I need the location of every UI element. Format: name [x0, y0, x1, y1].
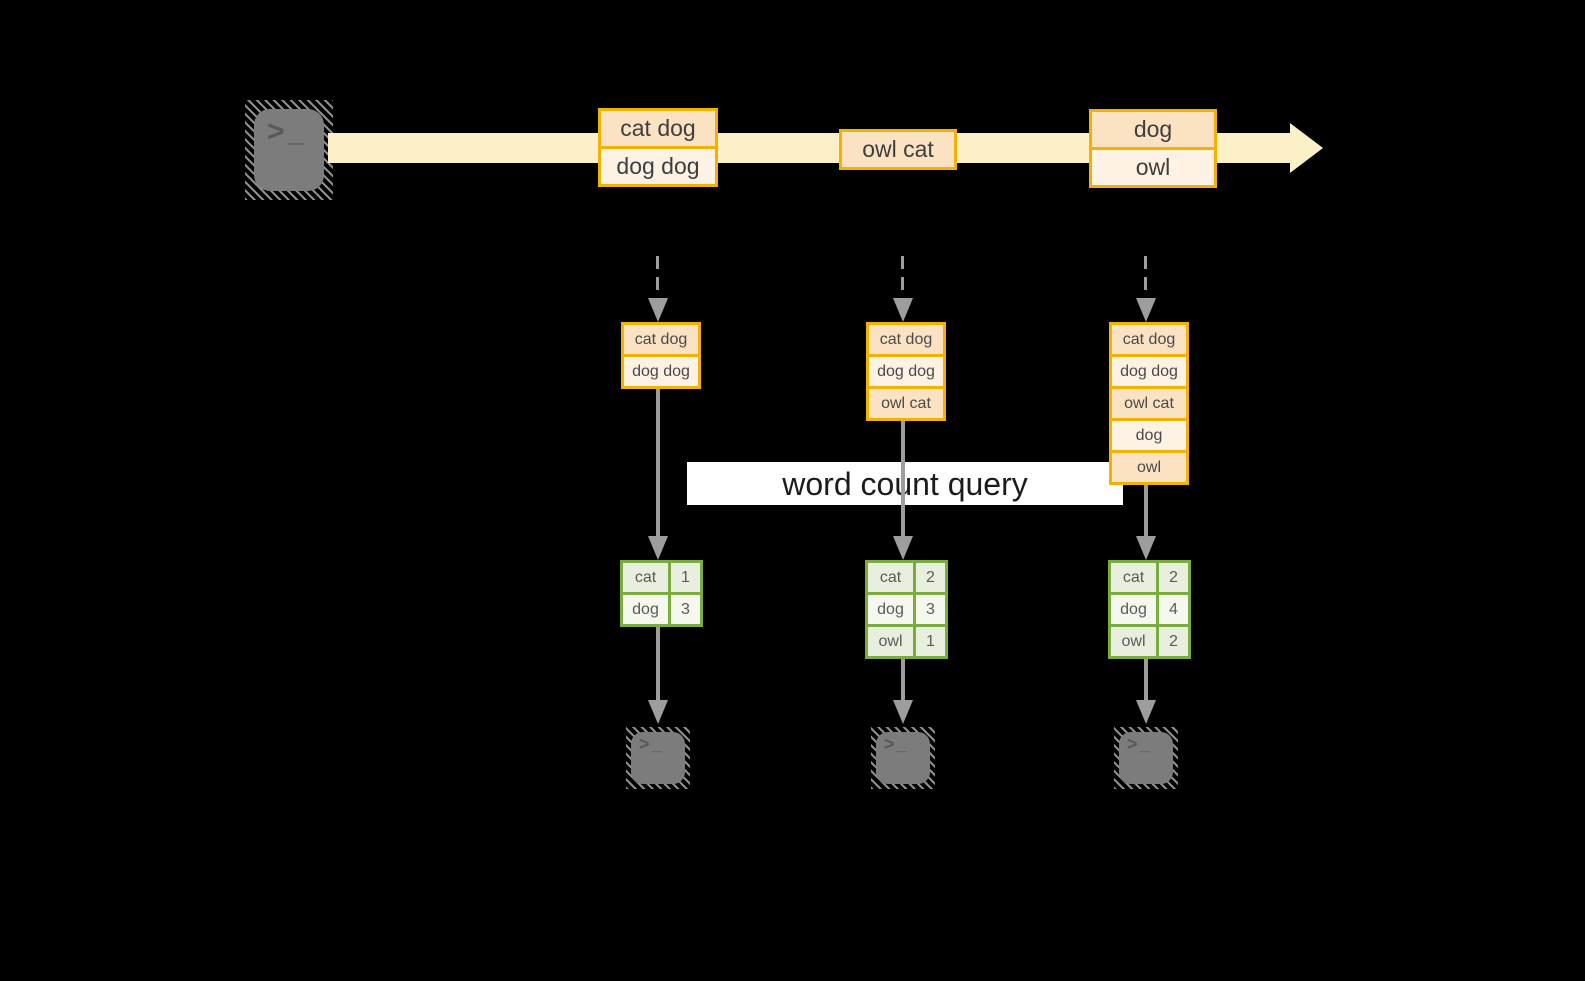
state-row: owl cat [1112, 386, 1186, 418]
query-arrow-line-1 [656, 389, 660, 536]
count-cell: 3 [681, 601, 690, 618]
count-row: owl 2 [1111, 624, 1188, 656]
output-arrow-head-icon-1 [648, 700, 668, 724]
output-arrow-line-3 [1144, 659, 1148, 700]
query-arrow-head-icon-3 [1136, 536, 1156, 560]
ingest-arrow-head-icon-3 [1136, 298, 1156, 322]
word-cell: owl [1111, 627, 1159, 656]
count-row: cat 2 [1111, 563, 1188, 592]
event-word-row: owl [1092, 147, 1214, 185]
query-arrow-line-2 [901, 421, 905, 536]
output-terminal-icon-1: >_ [626, 727, 690, 789]
count-cell: 2 [926, 569, 935, 586]
state-buffer-box-1: cat dog dog dog [621, 322, 701, 389]
count-cell: 1 [681, 569, 690, 586]
stream-event-box-2: owl cat [839, 129, 957, 170]
count-row: dog 4 [1111, 592, 1188, 624]
terminal-screen: >_ [1119, 732, 1173, 784]
state-row: dog dog [624, 354, 698, 386]
count-row: dog 3 [868, 592, 945, 624]
word-count-table-2: cat 2 dog 3 owl 1 [865, 560, 948, 659]
word-cell: cat [868, 563, 916, 592]
word-cell: dog [868, 595, 916, 624]
stream-event-box-1: cat dog dog dog [598, 108, 718, 187]
stream-arrow-head-icon [1290, 123, 1323, 173]
count-row: cat 1 [623, 563, 700, 592]
count-row: owl 1 [868, 624, 945, 656]
word-count-table-3: cat 2 dog 4 owl 2 [1108, 560, 1191, 659]
state-row: cat dog [1112, 325, 1186, 354]
count-cell: 4 [1169, 601, 1178, 618]
output-arrow-line-1 [656, 627, 660, 700]
state-row: owl [1112, 450, 1186, 482]
terminal-prompt-glyph: >_ [1127, 734, 1152, 754]
output-arrow-head-icon-2 [893, 700, 913, 724]
query-arrow-head-icon-2 [893, 536, 913, 560]
state-buffer-box-3: cat dog dog dog owl cat dog owl [1109, 322, 1189, 485]
count-row: dog 3 [623, 592, 700, 624]
terminal-screen: >_ [254, 109, 324, 191]
state-row: cat dog [869, 325, 943, 354]
query-label-band: word count query [687, 462, 1123, 505]
count-cell: 1 [926, 633, 935, 650]
state-row: cat dog [624, 325, 698, 354]
terminal-prompt-glyph: >_ [639, 734, 664, 754]
ingest-arrow-head-icon-2 [893, 298, 913, 322]
query-label-text: word count query [782, 466, 1028, 502]
state-row: dog dog [869, 354, 943, 386]
output-arrow-line-2 [901, 659, 905, 700]
source-terminal-icon: >_ [245, 100, 333, 200]
count-cell: 2 [1169, 633, 1178, 650]
terminal-screen: >_ [876, 732, 930, 784]
state-row: dog [1112, 418, 1186, 450]
state-buffer-box-2: cat dog dog dog owl cat [866, 322, 946, 421]
ingest-arrow-head-icon-1 [648, 298, 668, 322]
word-cell: dog [623, 595, 671, 624]
count-row: cat 2 [868, 563, 945, 592]
count-cell: 2 [1169, 569, 1178, 586]
ingest-arrow-line-3 [1144, 256, 1147, 298]
stream-event-box-3: dog owl [1089, 109, 1217, 188]
ingest-arrow-line-2 [901, 256, 904, 298]
output-terminal-icon-3: >_ [1114, 727, 1178, 789]
state-row: owl cat [869, 386, 943, 418]
word-cell: cat [1111, 563, 1159, 592]
count-cell: 3 [926, 601, 935, 618]
word-count-table-1: cat 1 dog 3 [620, 560, 703, 627]
terminal-screen: >_ [631, 732, 685, 784]
terminal-prompt-glyph: >_ [267, 115, 308, 148]
terminal-prompt-glyph: >_ [884, 734, 909, 754]
word-cell: dog [1111, 595, 1159, 624]
word-cell: owl [868, 627, 916, 656]
event-word-row: cat dog [601, 111, 715, 146]
event-word-row: dog [1092, 112, 1214, 147]
output-terminal-icon-2: >_ [871, 727, 935, 789]
event-word-row: dog dog [601, 146, 715, 184]
output-arrow-head-icon-3 [1136, 700, 1156, 724]
word-cell: cat [623, 563, 671, 592]
state-row: dog dog [1112, 354, 1186, 386]
ingest-arrow-line-1 [656, 256, 659, 298]
query-arrow-line-3 [1144, 485, 1148, 536]
event-word-row: owl cat [842, 132, 954, 167]
query-arrow-head-icon-1 [648, 536, 668, 560]
